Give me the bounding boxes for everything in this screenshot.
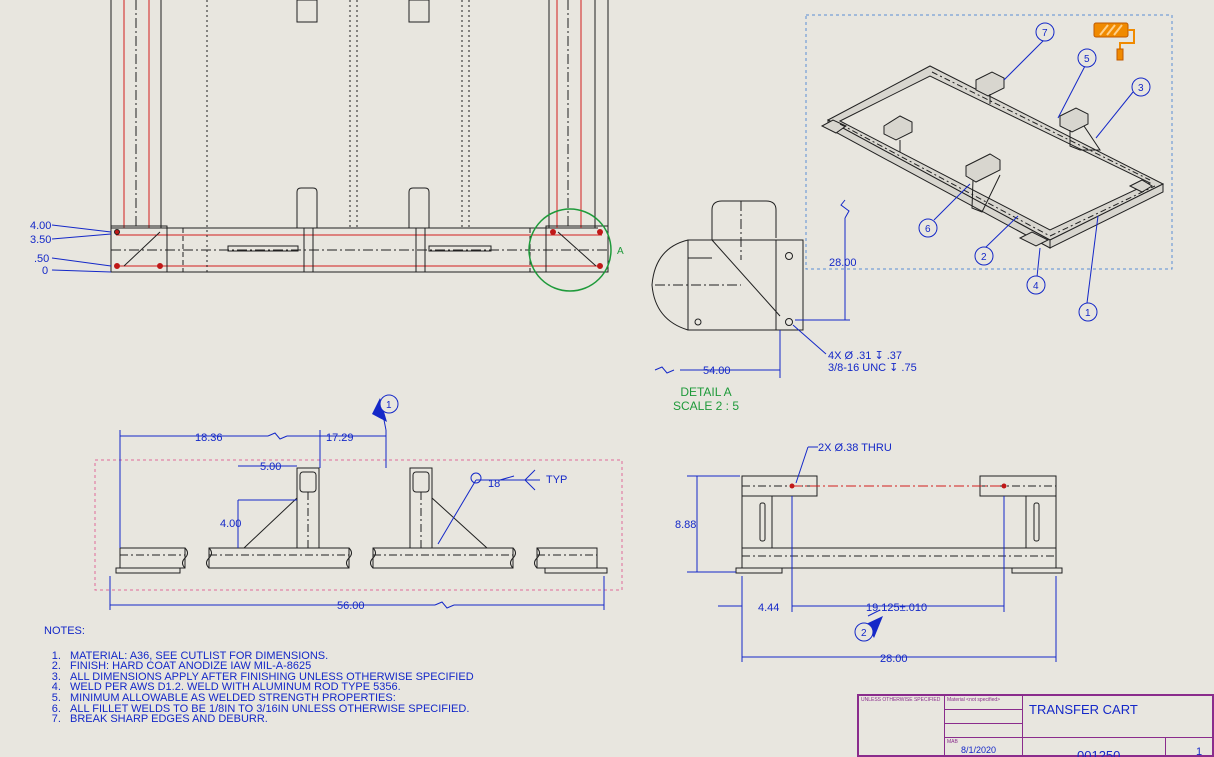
drawing-title: TRANSFER CART xyxy=(1029,702,1138,717)
front-dim-17-29: 17.29 xyxy=(326,432,354,444)
tb-spec-line: UNLESS OTHERWISE SPECIFIED xyxy=(861,697,941,703)
balloon-2: 2 xyxy=(981,252,987,263)
detail-callout-letter: A xyxy=(617,246,624,257)
tb-revision: 1 xyxy=(1196,746,1203,757)
balloon-7: 7 xyxy=(1042,28,1048,39)
side-dim-28-00: 28.00 xyxy=(880,653,908,665)
tb-drawn-by: MAB xyxy=(947,739,958,745)
iso-balloons[interactable] xyxy=(918,22,1151,322)
ordinate-4-00: 4.00 xyxy=(30,220,51,232)
detail-a-circle[interactable] xyxy=(528,208,612,292)
tb-cell xyxy=(945,724,1023,738)
note-item: FINISH: HARD COAT ANODIZE IAW MIL-A-8625 xyxy=(64,661,474,672)
side-view-dimensions[interactable] xyxy=(687,446,1057,662)
ordinate-0-50: .50 xyxy=(34,253,49,265)
front-dim-56-00: 56.00 xyxy=(337,600,365,612)
front-dim-5-00: 5.00 xyxy=(260,461,281,473)
side-balloon-2-label: 2 xyxy=(861,628,867,639)
iso-balloon-leaders xyxy=(933,39,1134,304)
balloon-5: 5 xyxy=(1084,54,1090,65)
isometric-view-border xyxy=(805,14,1173,270)
side-balloon-2[interactable] xyxy=(854,616,883,642)
front-dim-18-36: 18.36 xyxy=(195,432,223,444)
front-dim-4-00: 4.00 xyxy=(220,518,241,530)
side-view[interactable] xyxy=(735,475,1063,574)
note-item: ALL DIMENSIONS APPLY AFTER FINISHING UNL… xyxy=(64,671,474,683)
side-dim-4-44: 4.44 xyxy=(758,602,779,614)
ordinate-dimensions[interactable]: 4.00 3.50 .50 0 xyxy=(30,220,112,277)
note-item: MATERIAL: A36, SEE CUTLIST FOR DIMENSION… xyxy=(64,650,474,662)
note-item: ALL FILLET WELDS TO BE 1/8IN TO 3/16IN U… xyxy=(64,703,474,715)
tb-title-cell xyxy=(1023,696,1214,738)
detail-a-label: DETAIL A SCALE 2 : 5 xyxy=(666,385,746,413)
note-item: MINIMUM ALLOWABLE AS WELDED STRENGTH PRO… xyxy=(64,693,474,704)
detail-a-name: DETAIL A xyxy=(680,385,732,399)
weld-size: 18 xyxy=(488,478,500,490)
iso-dashed-centerlines xyxy=(839,71,1156,237)
notes-block: NOTES: MATERIAL: A36, SEE CUTLIST FOR DI… xyxy=(44,626,474,725)
side-hole-left xyxy=(789,483,795,489)
front-view-border xyxy=(94,459,623,591)
tb-drawn-cell: MAB xyxy=(945,738,1023,757)
front-balloon-1-label: 1 xyxy=(386,400,392,411)
tb-finish-cell xyxy=(945,710,1023,724)
hole-callout-1: 4X Ø .31 ↧ .37 xyxy=(828,350,902,362)
hole-callout-2: 3/8-16 UNC ↧ .75 xyxy=(828,362,917,374)
isometric-view[interactable] xyxy=(820,65,1165,249)
ordinate-3-50: 3.50 xyxy=(30,234,51,246)
balloon-4: 4 xyxy=(1033,281,1039,292)
front-view-dimensions[interactable] xyxy=(109,399,605,610)
side-hole-right xyxy=(1001,483,1007,489)
note-item: WELD PER AWS D1.2. WELD WITH ALUMINUM RO… xyxy=(64,682,474,693)
tb-material-value: Material <not specified> xyxy=(947,697,1001,703)
notes-title: NOTES: xyxy=(44,625,85,637)
notes-list: MATERIAL: A36, SEE CUTLIST FOR DIMENSION… xyxy=(44,650,474,725)
detail-width-dim: 54.00 xyxy=(703,365,731,377)
weld-typ: TYP xyxy=(546,474,567,486)
detail-a-scale: SCALE 2 : 5 xyxy=(672,399,740,413)
detail-a-view[interactable] xyxy=(651,200,804,331)
side-dim-8-88: 8.88 xyxy=(675,519,696,531)
tb-spec-cell: UNLESS OTHERWISE SPECIFIED xyxy=(859,696,945,757)
detail-a-dimensions[interactable]: 28.00 54.00 4X Ø .31 ↧ .37 3/8-16 UNC ↧ … xyxy=(654,199,917,378)
tb-date: 8/1/2020 xyxy=(961,745,997,755)
front-balloon-1[interactable] xyxy=(372,394,399,422)
ordinate-0: 0 xyxy=(42,265,48,277)
tb-part-cell xyxy=(1023,738,1166,757)
tb-part-number: 001250 xyxy=(1077,748,1121,757)
front-view[interactable] xyxy=(115,467,608,574)
tb-material-cell: Material <not specified> xyxy=(945,696,1023,710)
side-dim-19-125: 19.125±.010 xyxy=(866,602,927,614)
side-hole-callout: 2X Ø.38 THRU xyxy=(818,442,892,454)
paint-roller-icon[interactable] xyxy=(1090,19,1142,66)
balloon-1: 1 xyxy=(1085,308,1091,319)
detail-height-dim: 28.00 xyxy=(829,257,857,269)
balloon-3: 3 xyxy=(1138,83,1144,94)
note-item: BREAK SHARP EDGES AND DEBURR. xyxy=(64,714,474,725)
top-view[interactable] xyxy=(110,0,612,292)
title-block[interactable]: UNLESS OTHERWISE SPECIFIED Material <not… xyxy=(857,694,1214,757)
balloon-6: 6 xyxy=(925,224,931,235)
